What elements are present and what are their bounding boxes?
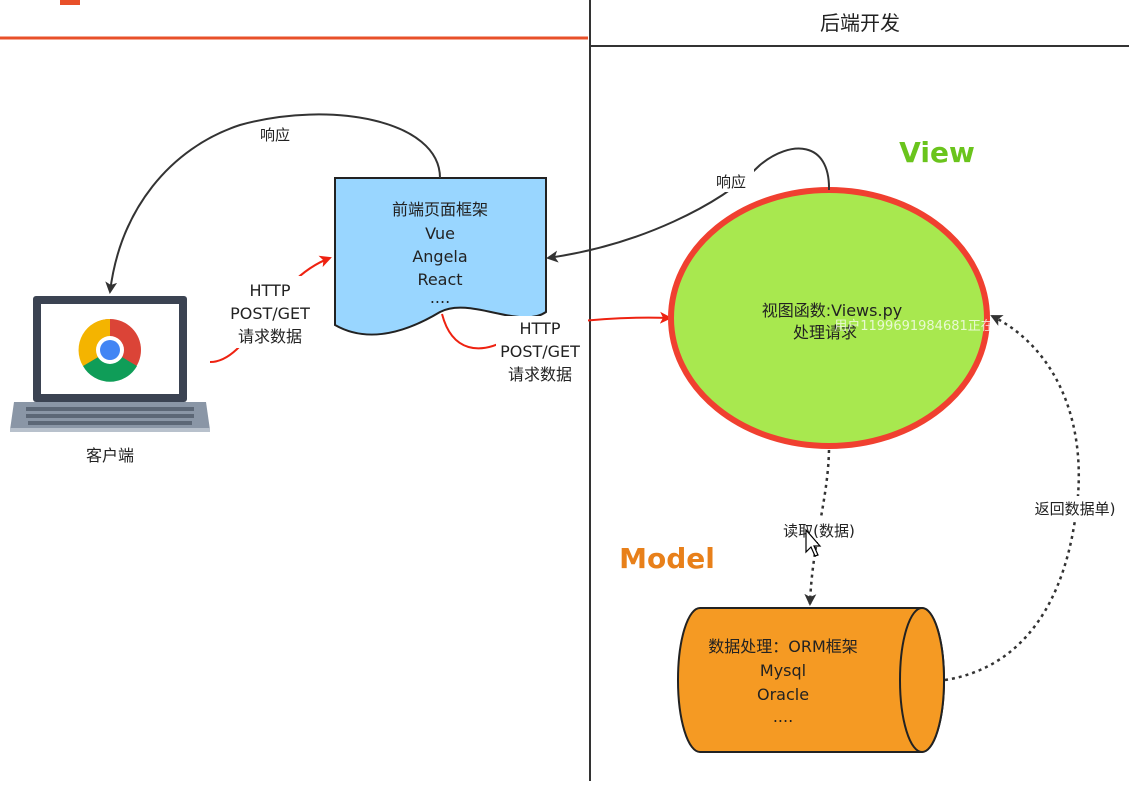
model-line-3: Oracle — [757, 685, 809, 704]
frontend-line-1: 前端页面框架 — [392, 200, 488, 219]
model-line-2: Mysql — [760, 661, 806, 680]
model-cylinder — [677, 607, 945, 753]
view-line-2: 处理请求 — [793, 323, 857, 342]
frontend-line-4: React — [417, 270, 462, 289]
frontend-line-3: Angela — [412, 247, 467, 266]
request-right-line-2: POST/GET — [500, 342, 580, 361]
frontend-line-5: .... — [430, 288, 450, 307]
model-title: Model — [619, 542, 715, 575]
response-label-right: 响应 — [716, 173, 746, 191]
watermark: 用户1199691984681正在观看视频 — [834, 318, 1046, 334]
backend-header: 后端开发 — [589, 0, 1129, 781]
request-right-line-3: 请求数据 — [508, 365, 572, 384]
left-header — [0, 0, 588, 40]
read-label: 读取(数据) — [783, 522, 855, 540]
return-label: 返回数据单) — [1035, 500, 1116, 518]
frontend-line-2: Vue — [425, 224, 455, 243]
request-left-line-1: HTTP — [250, 281, 291, 300]
request-right-line-1: HTTP — [520, 319, 561, 338]
request-left-line-2: POST/GET — [230, 304, 310, 323]
chrome-icon — [78, 318, 141, 382]
response-label-left: 响应 — [260, 126, 290, 144]
request-left-line-3: 请求数据 — [238, 327, 302, 346]
response-arrow-left — [105, 113, 441, 294]
read-arrow — [804, 449, 831, 606]
mouse-cursor-icon — [805, 528, 822, 557]
client-label: 客户端 — [86, 446, 134, 465]
view-line-1: 视图函数:Views.py — [762, 301, 902, 320]
view-title: View — [899, 136, 975, 169]
model-line-4: .... — [773, 707, 793, 726]
model-line-1: 数据处理：ORM框架 — [708, 637, 858, 656]
backend-title: 后端开发 — [820, 11, 900, 35]
